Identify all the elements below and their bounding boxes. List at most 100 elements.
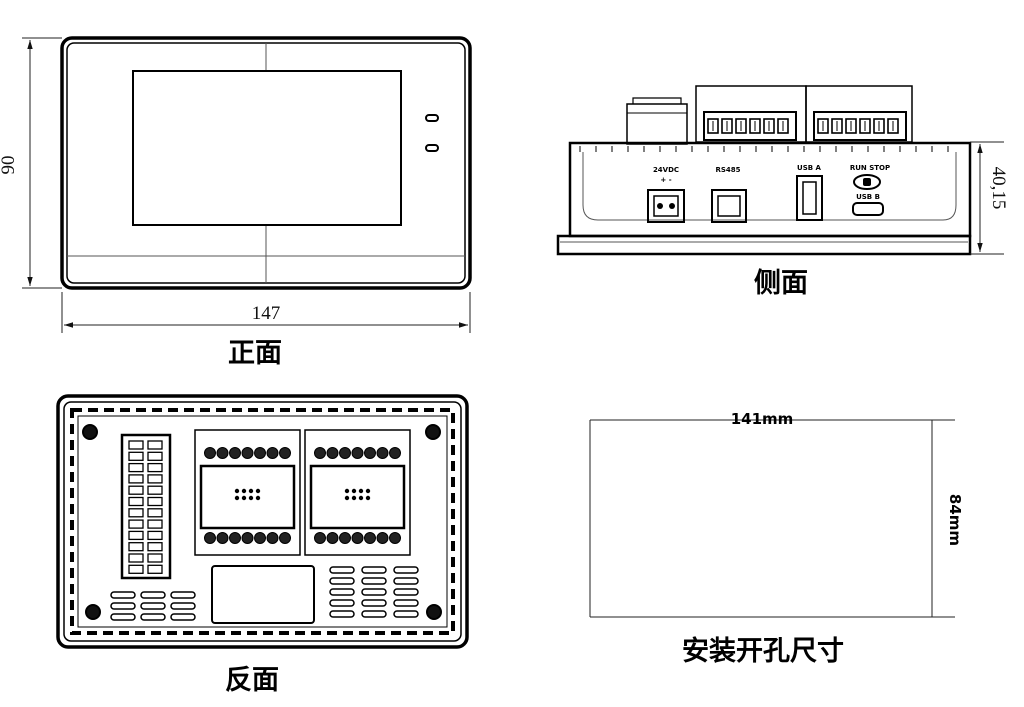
front-view-caption: 正面: [228, 338, 282, 369]
terminal-screw-bottom: [254, 532, 266, 544]
vent-slot-left: [140, 602, 166, 610]
terminal-screw-top: [339, 447, 351, 459]
vent-slot-left: [140, 613, 166, 621]
terminal-screw-top: [204, 447, 216, 459]
panel-cutout: 141mm 84mm 安装开孔尺寸: [589, 410, 964, 667]
connector-pin: [147, 542, 163, 552]
connector-pin: [128, 496, 144, 507]
terminal-screw-bottom: [229, 532, 241, 544]
module-led-dot: [234, 495, 240, 501]
vent-slot-right: [393, 599, 419, 607]
usb-a-port-inner: [802, 181, 817, 215]
connector-pin: [147, 519, 163, 529]
vent-slot-right: [361, 577, 387, 585]
side-cylinder: [626, 103, 688, 145]
vent-slot-right: [329, 599, 355, 607]
vent-slot-left: [140, 591, 166, 599]
module-led-dot: [248, 488, 254, 494]
module-led-dot: [255, 488, 261, 494]
power-connector: [647, 189, 685, 223]
module-led-dot: [255, 495, 261, 501]
module-led-dot: [234, 488, 240, 494]
terminal-screw-top: [351, 447, 364, 459]
side-terminal-screw: [707, 118, 719, 134]
back-label-area: [211, 565, 315, 624]
usb-a-port-label: USB A: [797, 164, 821, 172]
rs485-connector-inner: [717, 195, 741, 217]
connector-pin: [147, 485, 163, 495]
side-terminal-screw: [763, 118, 775, 134]
back-terminal-module-right: [304, 429, 411, 556]
vent-slot-right: [393, 610, 419, 618]
vent-slot-right: [329, 566, 355, 574]
connector-pin: [147, 564, 163, 574]
front-view: 90 147 正面: [0, 36, 472, 369]
side-terminal-screw: [859, 118, 871, 134]
power-pin-plus: [657, 203, 663, 209]
back-view: 反面: [56, 394, 469, 696]
terminal-screw-top: [389, 447, 401, 459]
side-terminal-socket-right: [813, 111, 907, 141]
width-dimension-value: 147: [252, 303, 281, 324]
side-terminal-screw: [817, 118, 829, 134]
power-polarity-label: + -: [660, 176, 671, 184]
side-terminal-screw: [721, 118, 733, 134]
vent-slot-left: [170, 613, 196, 621]
run-stop-switch-lever: [863, 178, 871, 186]
side-terminal-blocks: [695, 85, 913, 143]
terminal-screw-top: [254, 447, 266, 459]
module-led-dot: [365, 488, 371, 494]
vent-slot-right: [361, 588, 387, 596]
side-view-caption: 侧面: [754, 268, 808, 299]
vent-slot-left: [170, 602, 196, 610]
usb-b-port-label: USB B: [856, 193, 880, 201]
vent-slot-left: [110, 613, 136, 621]
vent-slot-right: [329, 610, 355, 618]
module-led-dot: [344, 495, 350, 501]
led-indicator-top: [425, 114, 439, 122]
connector-pin: [147, 451, 163, 461]
back-frame-inner: [63, 401, 462, 642]
terminal-screw-bottom: [389, 532, 401, 544]
module-led-dot: [248, 495, 254, 501]
height-dimension-value: 90: [0, 156, 19, 175]
terminal-screw-bottom: [339, 532, 351, 544]
screw-hole-bottom-right: [426, 604, 442, 620]
vent-slot-right: [361, 566, 387, 574]
connector-pin: [128, 508, 144, 518]
connector-pin: [147, 440, 163, 450]
side-terminal-screw: [831, 118, 843, 134]
vent-slot-right: [329, 577, 355, 585]
side-terminal-screw: [873, 118, 885, 134]
back-module-body-right: [309, 464, 406, 530]
usb-a-port: [796, 175, 823, 221]
run-stop-switch-label: RUN STOP: [850, 164, 890, 172]
module-led-dot: [351, 488, 357, 494]
side-terminal-screw: [735, 118, 747, 134]
back-vent-slots: [110, 566, 419, 621]
back-pin-connector-pins: [128, 440, 163, 574]
connector-pin: [128, 474, 144, 484]
terminal-screw-bottom: [204, 532, 216, 544]
terminal-screw-top: [326, 447, 339, 459]
terminal-screw-top: [266, 447, 279, 459]
run-stop-switch: [853, 174, 881, 190]
cutout-width-value: 141mm: [731, 410, 794, 428]
module-led-dot: [241, 495, 247, 501]
side-body: [568, 141, 972, 238]
vent-slot-left: [110, 602, 136, 610]
connector-pin: [128, 462, 144, 473]
led-indicator-bottom: [425, 144, 439, 152]
connector-pin: [128, 451, 144, 461]
screw-holes: [82, 424, 442, 620]
terminal-screw-bottom: [241, 532, 254, 544]
terminal-screw-top: [364, 447, 376, 459]
module-led-dot: [358, 495, 364, 501]
module-led-dot: [241, 488, 247, 494]
module-led-dot: [351, 495, 357, 501]
terminal-screw-top: [216, 447, 229, 459]
front-screen: [132, 70, 402, 226]
power-pin-minus: [669, 203, 675, 209]
side-view: 24VDC + - RS485 USB A RUN STOP USB B 40,…: [556, 85, 1009, 299]
